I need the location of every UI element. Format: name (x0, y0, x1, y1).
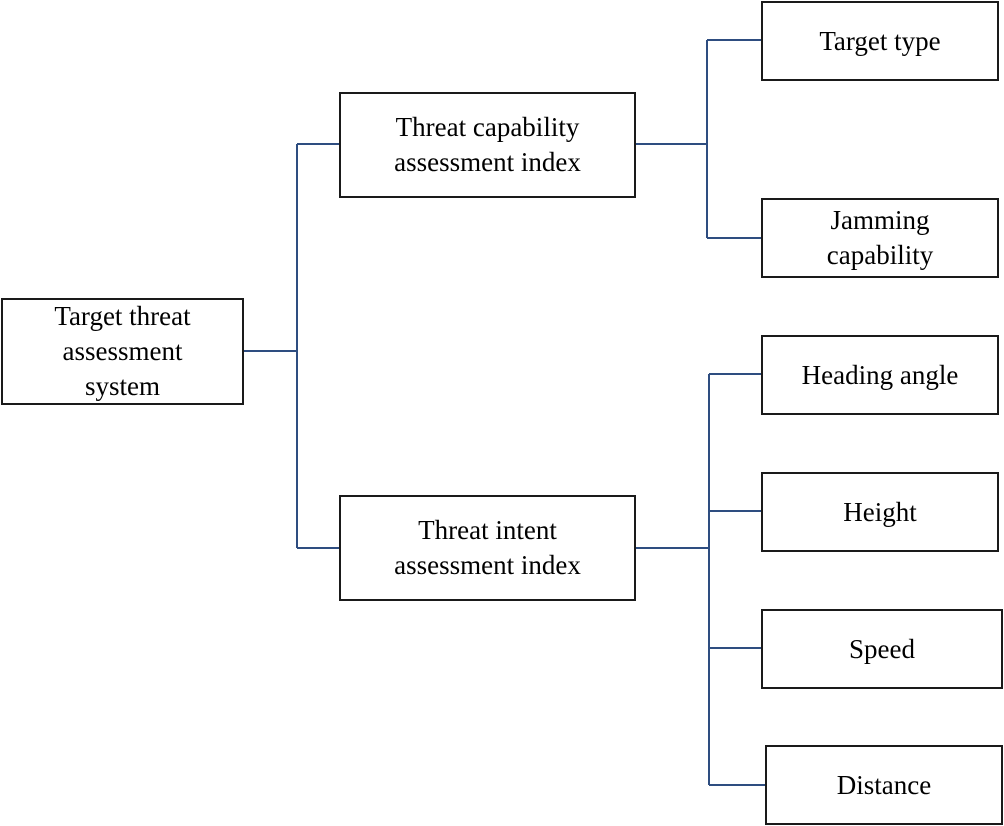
leaf-label: Height (843, 496, 917, 527)
node-label-line: assessment index (394, 147, 581, 177)
leaf-target-type: Target type (761, 1, 999, 81)
leaf-label: Heading angle (801, 359, 959, 390)
leaf-label: Distance (836, 769, 932, 800)
leaf-label-line: capability (826, 240, 934, 270)
root-label-line: Target threat (54, 301, 191, 331)
node-label-line: Threat capability (395, 112, 580, 142)
leaf-label-line: Jamming (830, 205, 930, 235)
leaf-distance: Distance (765, 745, 1003, 825)
leaf-height: Height (761, 472, 999, 552)
node-threat-intent: Threat intent assessment index (339, 495, 636, 601)
root-label-line: assessment (62, 336, 183, 366)
node-label-line: assessment index (394, 550, 581, 580)
leaf-jamming-capability: Jamming capability (761, 198, 999, 278)
root-node: Target threat assessment system (1, 298, 244, 405)
leaf-speed: Speed (761, 609, 1003, 689)
root-label-line: system (84, 371, 160, 401)
node-threat-capability: Threat capability assessment index (339, 92, 636, 198)
leaf-label: Speed (849, 633, 915, 664)
leaf-label: Target type (819, 25, 941, 56)
leaf-heading-angle: Heading angle (761, 335, 999, 415)
node-label-line: Threat intent (418, 515, 557, 545)
